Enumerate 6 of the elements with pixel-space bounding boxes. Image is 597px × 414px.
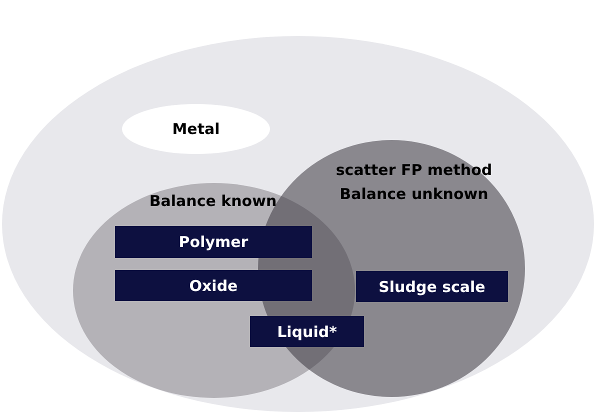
- ellipse-title: Balance known: [148, 191, 278, 212]
- category-label: Liquid*: [250, 316, 364, 347]
- ellipse-label: Metal: [122, 104, 270, 154]
- category-label: Oxide: [115, 270, 312, 301]
- category-label: Polymer: [115, 226, 312, 258]
- category-label: Sludge scale: [356, 271, 508, 302]
